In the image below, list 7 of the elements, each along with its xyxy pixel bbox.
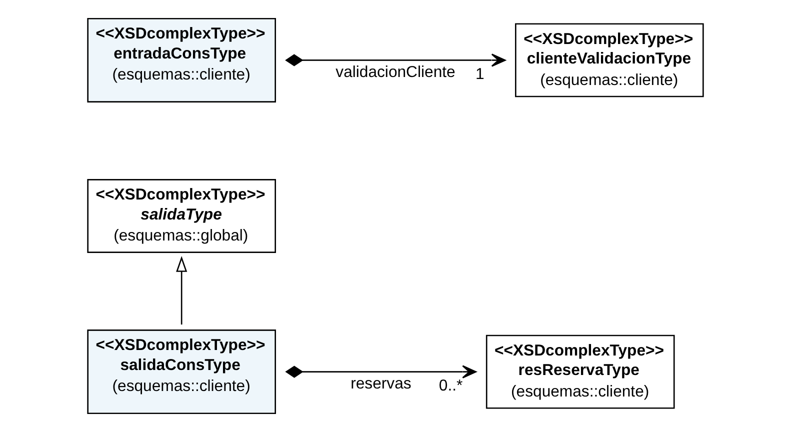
arrow [176,256,188,325]
edge-label: reservas [350,375,412,392]
label: 1 [476,66,484,83]
label: 0..* [438,377,463,394]
arrow [285,54,506,67]
edge-label: validacionCliente [336,64,456,81]
arrow [285,365,477,378]
